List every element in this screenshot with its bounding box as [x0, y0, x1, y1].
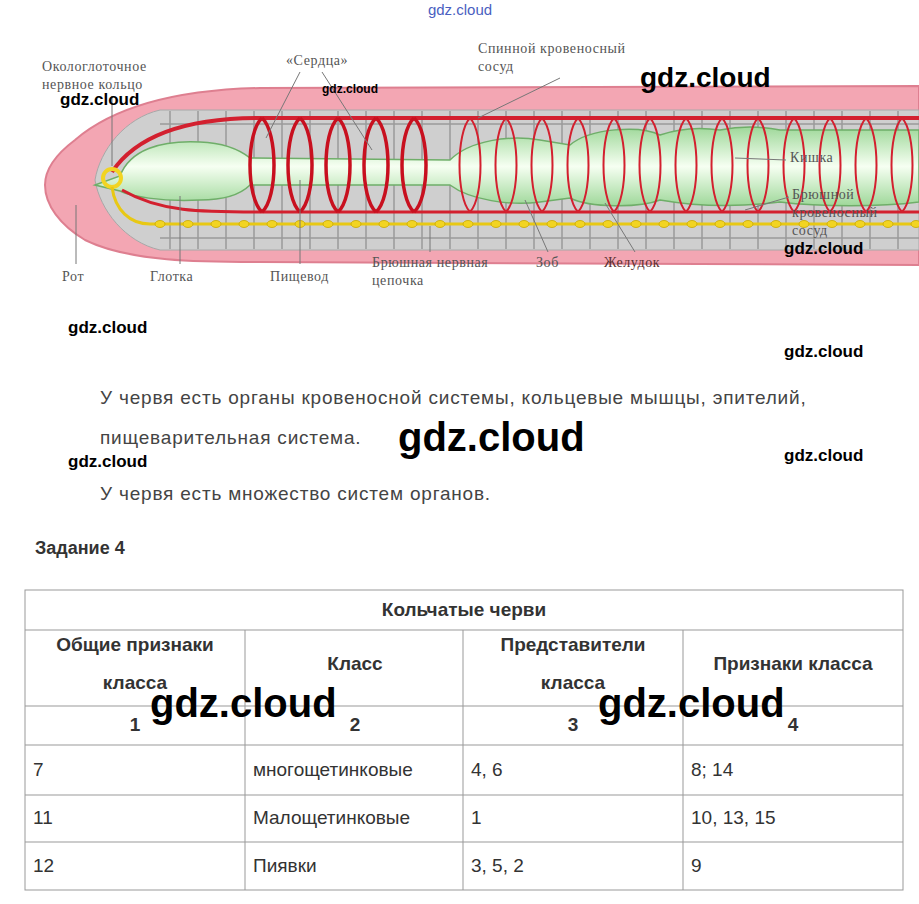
ganglion: [575, 221, 585, 228]
ganglion: [491, 221, 501, 228]
part-label: Окологлоточное нервное кольцо: [42, 58, 192, 94]
table-cell: 9: [691, 853, 896, 879]
ganglion: [267, 221, 277, 228]
ganglion: [547, 221, 557, 228]
ganglion: [659, 221, 669, 228]
heart-loop: [326, 118, 350, 212]
table-grid: [25, 590, 903, 890]
watermark: gdz.cloud: [68, 318, 178, 338]
ganglion: [911, 221, 919, 228]
table-cell: 3, 5, 2: [471, 853, 676, 879]
segment-vessel: [856, 118, 877, 212]
table-title: Кольчатые черви: [25, 591, 903, 629]
ganglion: [687, 221, 697, 228]
table-cell: Малощетинковые: [253, 805, 458, 831]
part-label: Пищевод: [270, 268, 360, 286]
ganglion: [183, 221, 193, 228]
table-cell: 11: [33, 805, 238, 831]
ganglion: [379, 221, 389, 228]
ganglion: [827, 221, 837, 228]
hearts: [250, 118, 426, 212]
body-cavity: [95, 110, 919, 250]
part-label: Рот: [62, 268, 112, 286]
part-label: Спинной кровеносный сосуд: [478, 40, 638, 76]
ganglion: [631, 221, 641, 228]
watermark: gdz.cloud: [398, 414, 628, 460]
segment-vessel: [568, 118, 589, 212]
watermark: gdz.cloud: [405, 1, 515, 19]
ganglion: [323, 221, 333, 228]
table-header: Класс: [255, 645, 455, 683]
segment-vessel: [640, 118, 661, 212]
part-label: Брюшной кровеносный сосуд: [792, 186, 904, 240]
ganglion: [603, 221, 613, 228]
segment-vessel: [496, 118, 517, 212]
ganglion: [855, 221, 865, 228]
table-cell: 4, 6: [471, 757, 676, 783]
table-cell: 7: [33, 757, 238, 783]
segment-vessel: [532, 118, 553, 212]
ganglion: [883, 221, 893, 228]
watermark: gdz.cloud: [784, 239, 894, 259]
segment-vessel: [676, 118, 697, 212]
table-header: Признаки класса: [693, 645, 893, 683]
segment-vessel: [460, 118, 481, 212]
nerve-ring: [103, 169, 121, 187]
table-cell: 1: [471, 805, 676, 831]
watermark: gdz.cloud: [598, 680, 828, 726]
ganglion: [211, 221, 221, 228]
leader-lines: [76, 72, 789, 264]
part-label: Кишка: [790, 149, 880, 167]
watermark: gdz.cloud: [784, 342, 894, 362]
watermark: gdz.cloud: [150, 680, 380, 726]
table-cell: 10, 13, 15: [691, 805, 896, 831]
segment-vessel: [748, 118, 769, 212]
segment-vessel: [712, 118, 733, 212]
segment-vessel: [604, 118, 625, 212]
table-cell: 12: [33, 853, 238, 879]
part-label: «Сердца»: [286, 52, 386, 70]
ganglion: [351, 221, 361, 228]
heart-loop: [402, 118, 426, 212]
ganglion: [715, 221, 725, 228]
part-label: Желудок: [604, 254, 704, 272]
segment-vessel: [892, 118, 913, 212]
body-text: У червя есть множество систем органов.: [100, 474, 800, 514]
table-cell: Пиявки: [253, 853, 458, 879]
watermark: gdz.cloud: [68, 452, 178, 472]
heart-loop: [250, 118, 274, 212]
ganglion: [463, 221, 473, 228]
watermark: gdz.cloud: [60, 90, 170, 110]
watermark: gdz.cloud: [784, 446, 894, 466]
ganglion: [239, 221, 249, 228]
worm-body: [45, 86, 919, 265]
ganglion: [155, 221, 165, 228]
ganglion: [743, 221, 753, 228]
heart-loop: [364, 118, 388, 212]
ganglion: [407, 221, 417, 228]
part-label: Брюшная нервная цепочка: [372, 254, 522, 290]
watermark: gdz.cloud: [640, 62, 800, 94]
part-label: Глотка: [150, 268, 230, 286]
part-label: Зоб: [536, 254, 586, 272]
task-heading: Задание 4: [35, 536, 235, 560]
ganglion: [771, 221, 781, 228]
table-cell: 8; 14: [691, 757, 896, 783]
watermark: gdz.cloud: [322, 82, 392, 96]
ganglion: [435, 221, 445, 228]
ganglion: [519, 221, 529, 228]
table-cell: многощетинковые: [253, 757, 458, 783]
